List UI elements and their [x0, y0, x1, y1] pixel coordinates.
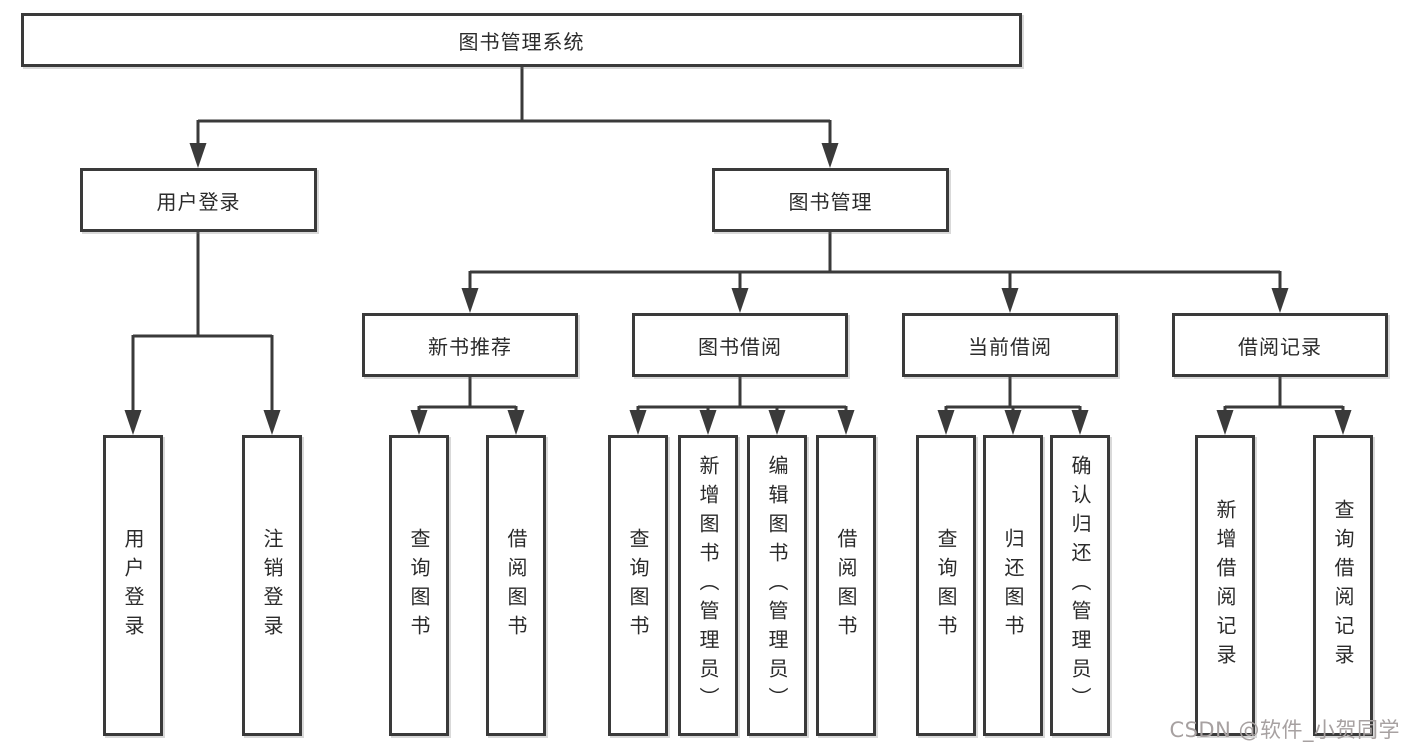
node-current-borrowing: 当前借阅 [902, 313, 1118, 377]
node-label: 新书推荐 [428, 334, 512, 359]
leaf-label: 新增借阅记录 [1213, 498, 1237, 673]
leaf-query-books: 查询图书 [916, 435, 976, 736]
leaf-label: 查询图书 [934, 527, 958, 644]
node-library-system: 图书管理系统 [21, 13, 1022, 67]
node-label: 用户登录 [156, 189, 241, 214]
node-label: 图书借阅 [698, 334, 782, 359]
leaf-label: 借阅图书 [834, 527, 858, 644]
leaf-query-books: 查询图书 [389, 435, 449, 736]
leaf-label: 查询借阅记录 [1331, 498, 1355, 673]
leaf-user-login: 用户登录 [103, 435, 163, 736]
node-label: 图书管理 [788, 189, 873, 214]
leaf-edit-books-admin: 编辑图书（管理员） [747, 435, 807, 736]
leaf-label: 用户登录 [121, 527, 145, 644]
node-borrowing-records: 借阅记录 [1172, 313, 1388, 377]
arrow-down-icons [124, 143, 1352, 435]
leaf-borrow-books: 借阅图书 [486, 435, 546, 736]
node-new-book-recommend: 新书推荐 [362, 313, 578, 377]
leaf-label: 借阅图书 [504, 527, 528, 644]
leaf-query-borrow-record: 查询借阅记录 [1313, 435, 1373, 736]
leaf-label: 查询图书 [407, 527, 431, 644]
leaf-confirm-return-admin: 确认归还（管理员） [1050, 435, 1110, 736]
leaf-return-books: 归还图书 [983, 435, 1043, 736]
leaf-label: 新增图书（管理员） [696, 455, 720, 716]
node-book-borrowing: 图书借阅 [632, 313, 848, 377]
leaf-label: 编辑图书（管理员） [765, 455, 789, 716]
leaf-label: 注销登录 [260, 527, 284, 644]
leaf-add-borrow-record: 新增借阅记录 [1195, 435, 1255, 736]
node-label: 当前借阅 [968, 334, 1052, 359]
leaf-add-books-admin: 新增图书（管理员） [678, 435, 738, 736]
csdn-watermark: CSDN @软件_小贺同学 [1169, 718, 1400, 742]
node-label: 图书管理系统 [458, 29, 585, 54]
leaf-logout: 注销登录 [242, 435, 302, 736]
leaf-label: 确认归还（管理员） [1068, 455, 1092, 716]
leaf-query-books: 查询图书 [608, 435, 668, 736]
leaf-label: 归还图书 [1001, 527, 1025, 644]
leaf-label: 查询图书 [626, 527, 650, 644]
node-user-login: 用户登录 [80, 168, 317, 232]
node-label: 借阅记录 [1238, 334, 1322, 359]
leaf-borrow-books: 借阅图书 [816, 435, 876, 736]
node-book-management: 图书管理 [712, 168, 949, 232]
